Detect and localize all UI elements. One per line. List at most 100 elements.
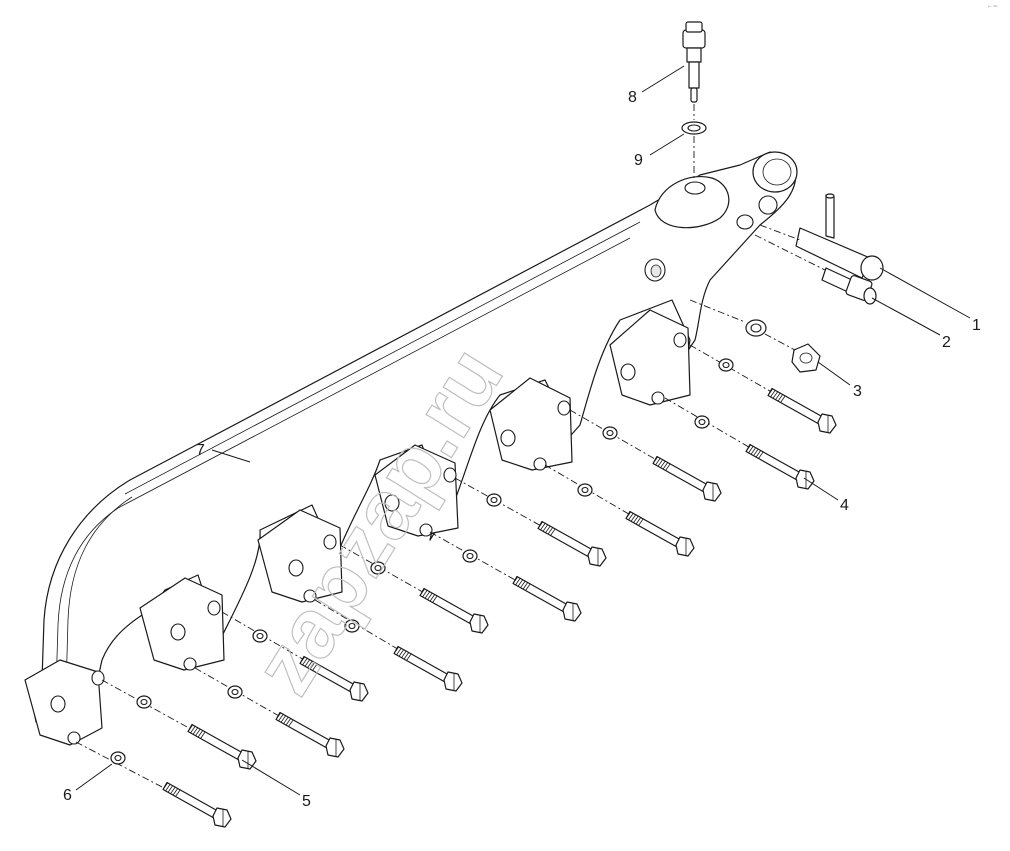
bolt-thread [635, 516, 642, 525]
bolt-thread [652, 456, 659, 464]
bolt-thread [772, 391, 779, 399]
bolt-head [795, 469, 815, 490]
bolt-thread [745, 444, 752, 452]
flange-4 [257, 509, 343, 603]
bolt-thread [770, 389, 776, 398]
bolt-thread [285, 717, 292, 726]
flange-2 [489, 377, 573, 471]
bolt-head [817, 413, 837, 434]
washer-hole [348, 622, 356, 630]
bolt-thread [777, 393, 784, 402]
leader-lines [75, 65, 971, 796]
callout-1: 1 [972, 317, 981, 334]
bolt-thread [522, 581, 529, 590]
bolt-head [443, 671, 463, 692]
bolt-head [562, 601, 582, 622]
bolt-thread [278, 713, 284, 722]
callout-4: 4 [840, 497, 849, 514]
bolt-thread [547, 526, 554, 535]
bolt-thread [515, 577, 521, 586]
bolt-thread [753, 448, 759, 456]
exhaust-manifold [24, 151, 798, 746]
bolt-thread [432, 595, 438, 603]
callout-8: 8 [628, 89, 637, 106]
bolt-thread [750, 447, 757, 455]
bolt-thread [406, 653, 412, 661]
adapter-tube [795, 193, 884, 281]
washer-hole [374, 564, 382, 572]
bolt-thread [167, 785, 174, 793]
callout-5: 5 [302, 793, 311, 810]
washer-hole [606, 429, 614, 437]
bolt-thread [307, 660, 313, 668]
flange-6 [24, 659, 105, 746]
bolt-thread [655, 457, 661, 466]
bolt-thread [312, 663, 318, 671]
sealing-ring-9 [681, 121, 707, 135]
bolt-thread [512, 576, 519, 584]
washer-hole [256, 632, 264, 640]
bolt-thread [283, 716, 289, 724]
bolt-thread [625, 511, 632, 519]
bolt-thread [427, 592, 433, 600]
bolt-thread [187, 724, 194, 732]
bolt-thread [633, 515, 639, 523]
bolt-thread [165, 783, 171, 792]
axis-line [569, 409, 720, 497]
washer-hole [698, 418, 706, 426]
bolt-head [469, 613, 489, 634]
callout-9: 9 [634, 152, 643, 169]
bolt-thread [170, 786, 176, 794]
bolt-thread [537, 521, 544, 529]
bolt-thread [304, 659, 311, 667]
bolt-thread [403, 651, 410, 660]
bolt-thread [665, 463, 671, 471]
bolt-thread [195, 728, 201, 736]
plug-3 [791, 343, 821, 373]
bolt-thread [162, 782, 169, 790]
bolt-thread [545, 525, 551, 533]
bolt-thread [657, 459, 664, 467]
bolt-thread [288, 719, 294, 727]
bolt-head [237, 749, 257, 770]
callout-7: 7 [196, 442, 205, 459]
bolt-thread [302, 657, 308, 666]
bolt-thread [190, 725, 196, 734]
bolt-thread [755, 449, 762, 458]
bolt-thread [197, 729, 204, 738]
bolt-head [325, 737, 345, 758]
bolt-head [702, 481, 722, 502]
bolt-thread [275, 712, 282, 720]
bolt-thread [398, 649, 405, 657]
washer-hole [114, 754, 122, 762]
washer-hole [140, 698, 148, 706]
axis-line [101, 679, 255, 765]
washer-hole [581, 486, 589, 494]
bolt-thread [660, 460, 666, 468]
bolt-thread [638, 518, 644, 526]
bolt-thread [758, 451, 764, 459]
bolt-head [675, 536, 695, 557]
callout-3: 3 [853, 383, 862, 400]
bolt-thread [550, 528, 556, 536]
bolt-head [349, 681, 369, 702]
flange-3 [374, 444, 459, 537]
washer-hole [490, 496, 498, 504]
bolt-thread [309, 661, 316, 670]
bolt-thread [780, 395, 786, 403]
bolt-thread [748, 445, 754, 454]
temperature-sensor [682, 21, 706, 103]
flange-1 [609, 309, 691, 406]
bolt-thread [628, 512, 634, 521]
bolt-thread [280, 715, 287, 723]
flange-5 [139, 577, 225, 671]
bolt-thread [200, 731, 206, 739]
bolt-thread [299, 656, 306, 664]
bolt-thread [192, 727, 199, 735]
bolt-thread [775, 392, 781, 400]
axis-line [75, 741, 230, 823]
bolt-thread [517, 579, 524, 587]
bolt-thread [520, 580, 526, 588]
axis-line [454, 477, 605, 562]
fastener-set [75, 344, 837, 828]
